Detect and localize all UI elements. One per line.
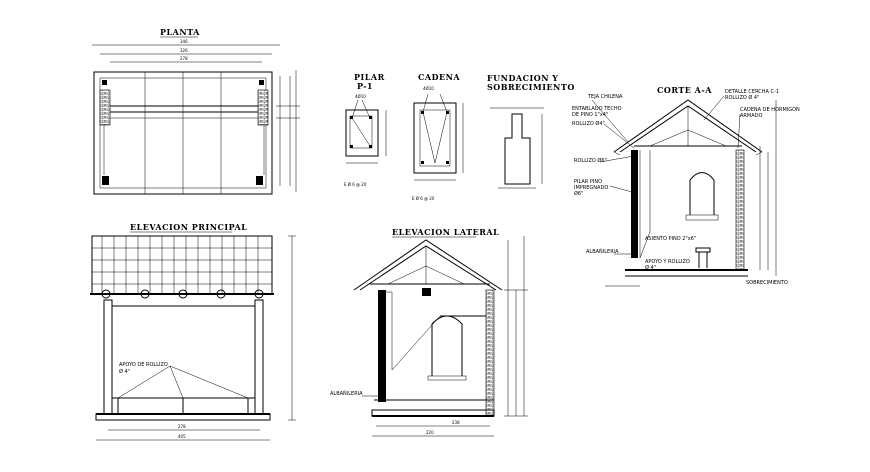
elev-principal-label-2: Ø 4" [119,368,130,375]
fundacion-profile [504,113,531,185]
label-entablado-1: ENTABLADO TECHO [572,106,622,112]
pilar-rebar: 4Ø10 [355,94,366,99]
planta-dim-2: 326 [180,48,188,53]
corte-pillar-left [631,150,638,258]
pilar-title: PILAR [354,72,385,82]
elev-lateral-dim-1: 238 [452,420,460,425]
elev-lateral-label: ALBAÑILERIA [330,390,363,397]
roll-1 [101,289,111,299]
lateral-window [431,315,463,376]
roll-5 [254,289,264,299]
label-rollizo-top: ROLLIZO Ø4" [572,120,605,127]
label-pilar-2: IMPREGNADO [574,185,608,191]
fundacion-title-1: FUNDACION Y [487,73,559,83]
label-pilar-3: Ø6" [574,190,583,197]
cadena-section: CADENA 4Ø10 E Ø 6 @ 20 [412,72,464,201]
pilar-subtitle: P-1 [357,81,373,91]
corte-section: CORTE A-A TEJA CHILENA ENTABLADO TECHO [572,85,800,287]
label-sobrecimiento: SOBRECIMIENTO [746,280,788,286]
label-detalle-2: ROLLIZO Ø 4" [725,94,759,101]
roll-3 [178,289,188,299]
elev-principal-label-1: APOYO DE ROLLIZO [119,362,168,368]
label-pilar-1: PILAR PINO [574,179,602,185]
elev-principal-title: ELEVACION PRINCIPAL [130,222,247,232]
label-detalle-1: DETALLE CERCHA C-1 [725,89,779,95]
planta-dim-1: 346 [180,39,188,44]
post-bottom-left [102,176,109,185]
cadena-rebar: 4Ø10 [423,86,434,91]
pilar-outline [345,109,379,157]
cadena-stirrups: E Ø 6 @ 20 [412,196,435,201]
corte-wall-right [735,149,745,271]
elev-principal-dim-1: 278 [178,424,186,429]
label-apoyo-1: APOYO Y ROLLIZO [645,259,690,265]
label-cadena-2: ARMADO [740,113,762,119]
elev-lateral-title: ELEVACION LATERAL [392,227,499,237]
roll-4 [216,289,226,299]
planta-view: PLANTA 346 326 278 [92,27,300,195]
cadena-outline [413,102,457,174]
planta-dim-3: 278 [180,56,188,61]
elev-lateral-dim-2: 220 [426,430,434,435]
post-left [103,299,113,415]
corte-title: CORTE A-A [657,85,712,95]
label-rollizo-mid: ROLLIZO Ø6" [574,157,607,164]
post-bottom-right [256,176,263,185]
planta-wall-left [99,89,111,126]
lateral-post-left [378,290,386,402]
roof-tiles [91,235,273,295]
pilar-section: PILAR P-1 4Ø10 E Ø 6 @ 20 [344,72,387,187]
lateral-wall-right [485,289,495,417]
label-albanileria: ALBAÑILERIA [586,248,619,255]
elevacion-lateral: ELEVACION LATERAL ALBAÑILERIA [330,227,528,437]
planta-title: PLANTA [160,27,200,37]
roll-2 [140,289,150,299]
label-apoyo-2: Ø 4" [645,264,656,271]
cadena-title: CADENA [418,72,460,82]
planta-wall-right [257,89,269,126]
elev-principal-dim-2: 405 [178,434,186,439]
lateral-roof [353,239,503,291]
post-right [254,299,264,415]
fundacion-title-2: SOBRECIMIENTO [487,82,575,92]
pilar-stirrups: E Ø 6 @ 20 [344,182,367,187]
fundacion-section: FUNDACION Y SOBRECIMIENTO [487,73,575,189]
label-entablado-2: DE PINO 1"x4" [572,112,608,118]
label-teja: TEJA CHILENA [587,94,623,100]
label-asiento: ASIENTO PINO 2"x6" [645,236,696,242]
corte-window [689,172,715,215]
elevacion-principal: ELEVACION PRINCIPAL APOYO DE ROLLIZO Ø 4… [90,222,296,441]
corte-roof [613,99,763,153]
label-cadena-1: CADENA DE HORMIGON [740,107,800,113]
